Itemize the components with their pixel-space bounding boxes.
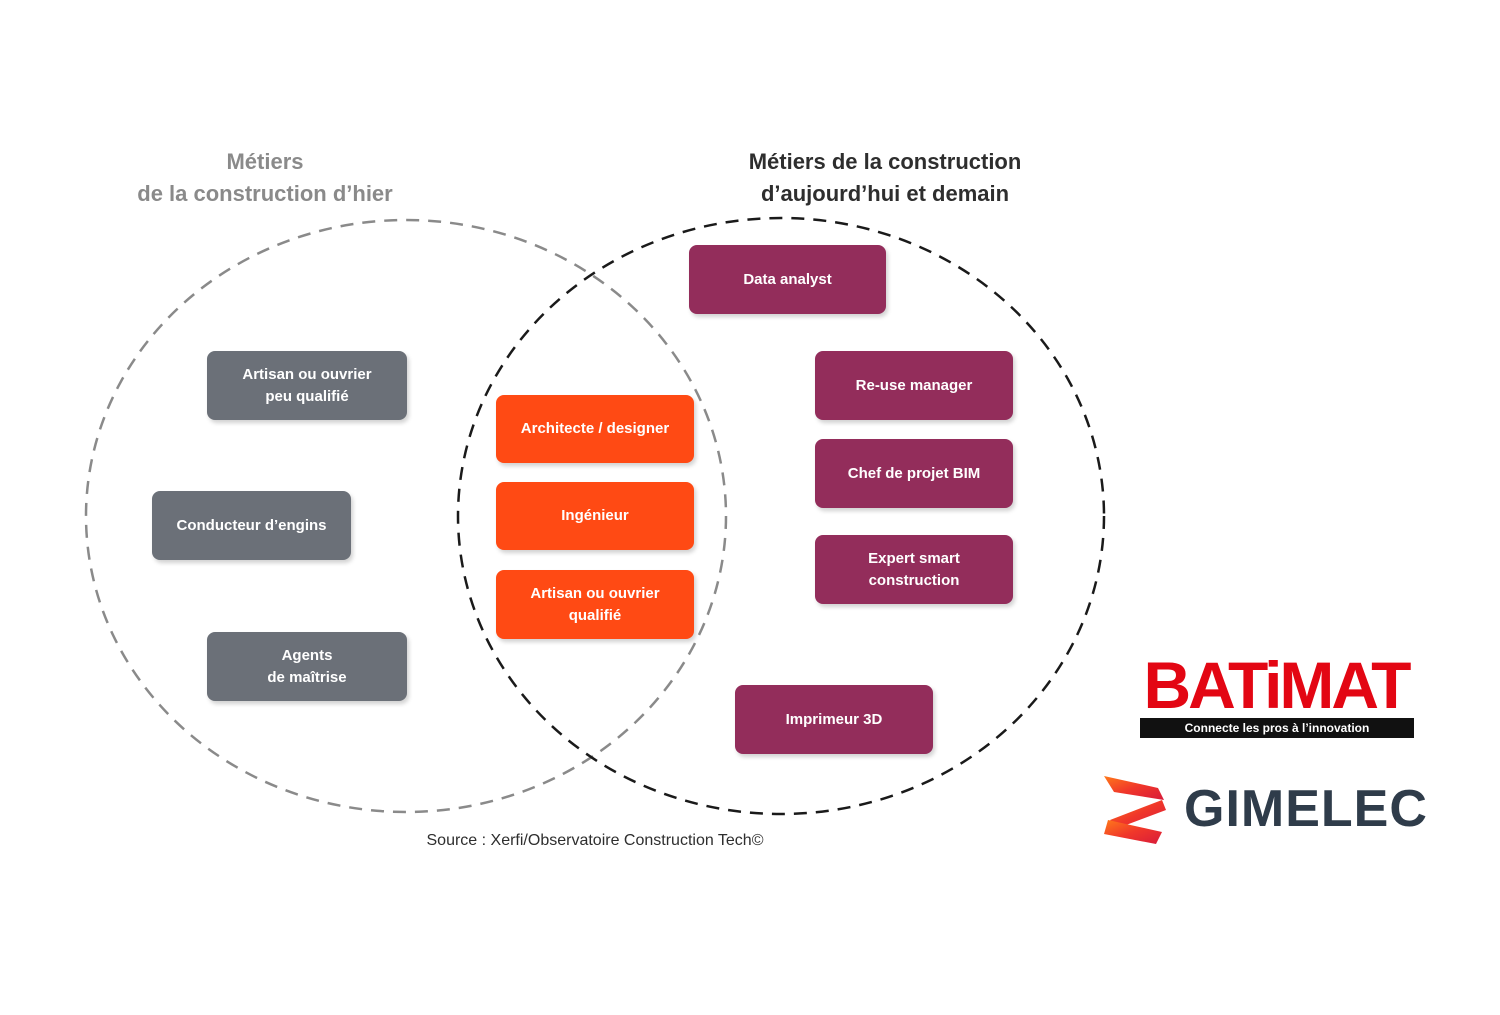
old-job-box: Agents de maîtrise: [207, 632, 407, 701]
gimelec-wordmark: GIMELEC: [1184, 780, 1428, 838]
left-circle: [84, 218, 728, 814]
new-job-box: Data analyst: [689, 245, 886, 314]
gimelec-mark-icon: [1104, 776, 1166, 844]
batimat-tagline: Connecte les pros à l’innovation: [1140, 718, 1414, 738]
left-title: Métiers de la construction d’hier: [137, 149, 393, 206]
old-job-box: Artisan ou ouvrier peu qualifié: [207, 351, 407, 420]
batimat-wordmark: BATiMAT: [1143, 648, 1412, 722]
right-circle: [456, 216, 1106, 816]
new-job-box: Chef de projet BIM: [815, 439, 1013, 508]
shared-job-box: Architecte / designer: [496, 395, 694, 463]
old-job-box: Conducteur d’engins: [152, 491, 351, 560]
shared-job-box: Ingénieur: [496, 482, 694, 550]
new-job-box: Imprimeur 3D: [735, 685, 933, 754]
batimat-logo: BATiMAT Connecte les pros à l’innovation: [1138, 650, 1418, 742]
gimelec-logo: GIMELEC: [1098, 770, 1438, 850]
source-caption: Source : Xerfi/Observatoire Construction…: [426, 832, 764, 849]
shared-job-box: Artisan ou ouvrier qualifié: [496, 570, 694, 639]
right-title: Métiers de la construction d’aujourd’hui…: [748, 149, 1022, 206]
new-job-box: Expert smart construction: [815, 535, 1013, 604]
new-job-box: Re-use manager: [815, 351, 1013, 420]
